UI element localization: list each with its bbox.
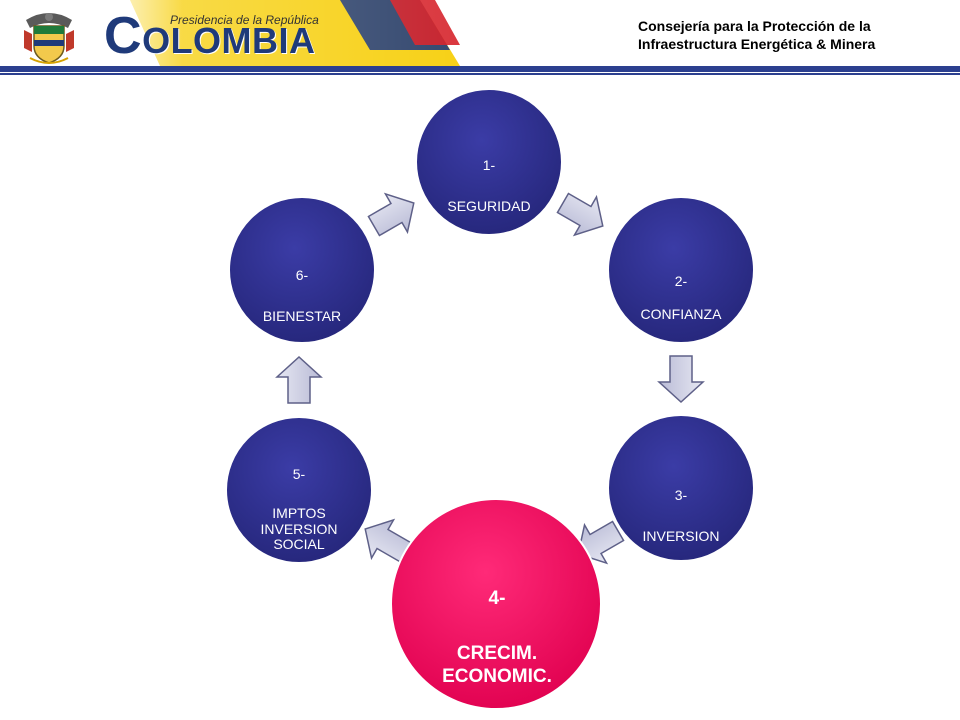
flag-band-decoration <box>90 0 460 66</box>
node-number: 6- <box>295 266 309 283</box>
flow-arrow-icon-4 <box>364 518 412 563</box>
node-circle-seguridad <box>415 88 563 236</box>
header: Presidencia de la República COLOMBIA Con… <box>0 0 960 76</box>
node-label-seguridad: 1- SEGURIDAD <box>419 140 559 232</box>
node-number: 4- <box>488 587 506 609</box>
node-number: 5- <box>292 466 306 483</box>
node-title: CRECIM. ECONOMIC. <box>442 643 552 688</box>
organization-title: Consejería para la Protección de la Infr… <box>638 17 938 53</box>
flow-arrow-icon-1 <box>556 192 604 237</box>
colombia-wordmark: COLOMBIA <box>104 10 316 63</box>
node-label-inversion: 3- INVERSION <box>611 470 751 562</box>
org-title-line-1: Consejería para la Protección de la <box>638 18 871 34</box>
node-circle-crecimiento-economico <box>390 498 602 710</box>
node-circle-impuestos-inversion-social <box>225 416 373 564</box>
flow-arrow-icon-2 <box>657 355 705 404</box>
node-label-crecimiento-economico: 4- CRECIM. ECONOMIC. <box>407 565 587 712</box>
org-title-line-2: Infraestructura Energética & Minera <box>638 36 876 52</box>
node-circle-confianza <box>607 196 755 344</box>
header-rule-thin <box>0 73 960 75</box>
node-label-confianza: 2- CONFIANZA <box>611 256 751 340</box>
node-number: 3- <box>674 486 688 503</box>
flow-arrow-icon-3 <box>577 520 625 565</box>
node-title: CONFIANZA <box>640 306 722 323</box>
presidency-caption: Presidencia de la República <box>170 13 319 27</box>
flow-arrow-icon-6 <box>367 192 415 237</box>
header-rule <box>0 66 960 72</box>
node-circle-bienestar <box>228 196 376 344</box>
node-title: IMPTOS INVERSION SOCIAL <box>260 505 338 552</box>
node-circle-inversion <box>607 414 755 562</box>
node-title: BIENESTAR <box>262 308 342 325</box>
node-number: 2- <box>674 272 688 289</box>
node-title: SEGURIDAD <box>447 198 531 215</box>
flow-arrow-icon-5 <box>275 355 323 404</box>
node-label-impuestos-inversion-social: 5- IMPTOS INVERSION SOCIAL <box>229 452 369 568</box>
node-title: INVERSION <box>642 528 720 545</box>
wordmark-initial: C <box>104 7 143 65</box>
coat-of-arms-icon <box>24 13 74 64</box>
wordmark-rest: OLOMBIA <box>142 20 316 61</box>
node-label-bienestar: 6- BIENESTAR <box>232 250 372 342</box>
node-number: 1- <box>482 156 496 173</box>
